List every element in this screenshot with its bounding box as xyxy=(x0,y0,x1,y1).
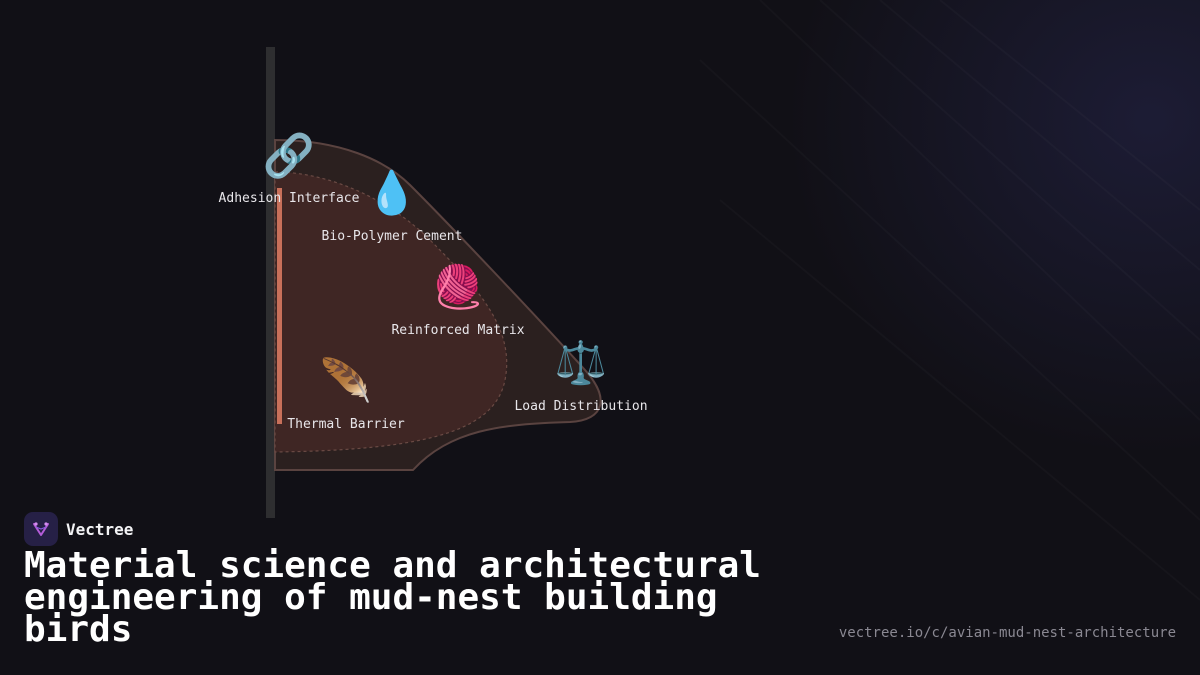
page-title: Material science and architectural engin… xyxy=(24,545,761,650)
label-reinforced-matrix: Reinforced Matrix xyxy=(391,323,525,338)
label-bio-polymer-cement: Bio-Polymer Cement xyxy=(321,229,463,244)
droplet-icon: 💧 xyxy=(365,168,419,217)
yarn-icon: 🧶 xyxy=(431,262,485,311)
brand-name: Vectree xyxy=(66,519,134,539)
source-url[interactable]: vectree.io/c/avian-mud-nest-architecture xyxy=(838,625,1176,641)
label-adhesion-interface: Adhesion Interface xyxy=(218,191,360,206)
label-load-distribution: Load Distribution xyxy=(514,399,648,414)
brand[interactable]: Vectree xyxy=(24,512,133,546)
vectree-logo-icon xyxy=(24,512,58,546)
link-icon: 🔗 xyxy=(262,131,316,180)
scales-icon: ⚖️ xyxy=(554,338,608,387)
wall-surface xyxy=(266,47,275,518)
feather-icon: 🪶 xyxy=(319,356,373,405)
nest-inner-chamber xyxy=(274,171,508,453)
adhesion-line xyxy=(277,188,282,424)
label-thermal-barrier: Thermal Barrier xyxy=(287,417,405,432)
